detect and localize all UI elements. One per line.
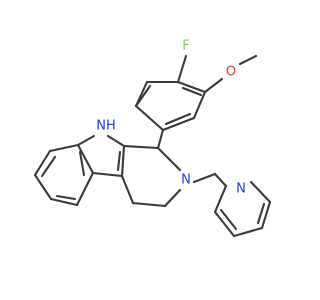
bond-line-3 — [134, 80, 149, 108]
bond-line-32 — [192, 172, 217, 184]
bond-line-40 — [256, 202, 266, 225]
bond-line-7 — [176, 80, 207, 94]
bond-line-30 — [55, 194, 77, 201]
bond-line-19 — [106, 134, 126, 148]
bond-line-25 — [33, 149, 52, 177]
bond-line-6 — [192, 90, 207, 120]
fluorine-atom-label: F — [182, 39, 189, 54]
bond-line-11 — [238, 54, 258, 66]
bond-line-14 — [156, 146, 182, 172]
bond-line-37 — [260, 200, 272, 230]
bond-line-35 — [213, 210, 236, 238]
oxygen-atom-label: O — [226, 65, 236, 80]
bond-line-15 — [163, 188, 182, 208]
chemical-structure-diagram: F O NH N N — [0, 0, 300, 300]
bond-line-9 — [164, 112, 192, 126]
bond-line-16 — [131, 201, 167, 208]
bond-line-29 — [40, 155, 57, 178]
bond-line-21 — [76, 143, 95, 175]
bond-line-20 — [76, 134, 96, 147]
bond-line-10 — [203, 77, 224, 94]
bond-line-36 — [232, 226, 264, 238]
atom-labels-layer: F O NH N N — [96, 39, 246, 197]
bond-line-26 — [33, 173, 53, 201]
bond-line-12 — [156, 128, 165, 150]
bond-line-39 — [219, 208, 238, 231]
bond-line-23 — [116, 150, 122, 172]
bond-line-34 — [213, 184, 228, 214]
indole-nh-label: NH — [96, 119, 116, 134]
bond-line-38 — [249, 180, 272, 204]
bonds-layer — [33, 54, 272, 238]
bond-line-18 — [120, 144, 126, 178]
bond-line-17 — [120, 174, 135, 205]
pyridine-nitrogen-label: N — [236, 182, 246, 197]
bond-line-5 — [161, 116, 196, 132]
bond-line-33 — [213, 172, 228, 188]
bond-line-4 — [134, 104, 165, 132]
bond-line-0 — [176, 54, 188, 84]
canvas-background — [0, 0, 300, 300]
bond-line-22 — [91, 171, 124, 178]
bond-line-8 — [181, 86, 203, 97]
bond-line-28 — [75, 171, 95, 207]
ring-nitrogen-label: N — [181, 173, 191, 188]
bond-line-13 — [122, 144, 160, 150]
bond-line-24 — [48, 143, 80, 153]
bond-line-31 — [78, 150, 86, 177]
bond-line-27 — [49, 197, 79, 207]
